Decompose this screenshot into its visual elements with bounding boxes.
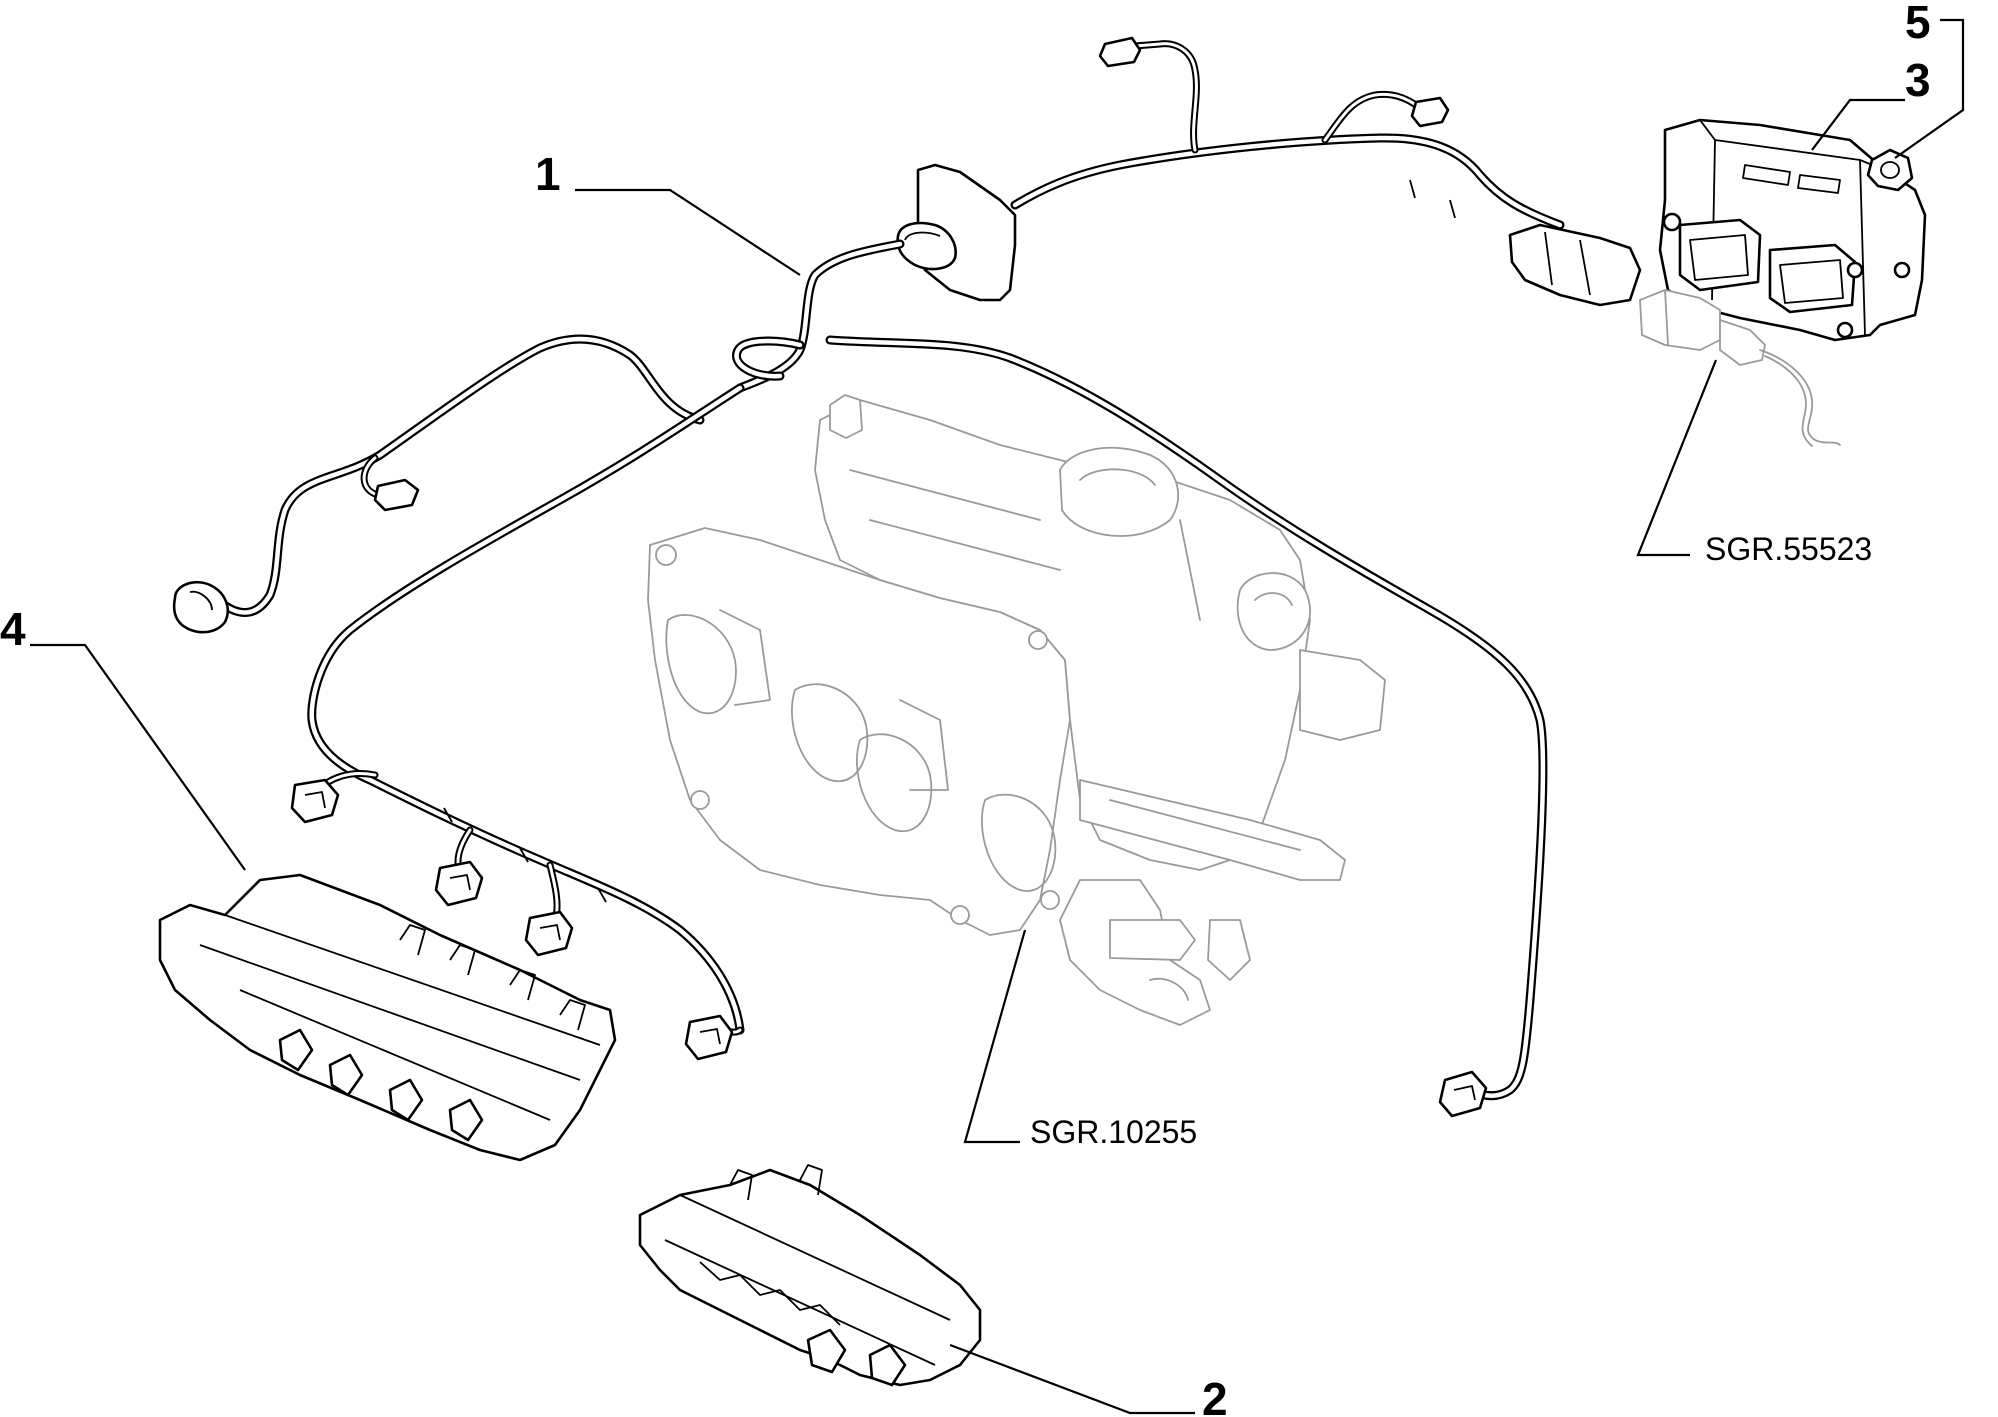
injector-cover-icon (158, 873, 617, 1162)
leader-line-5 (1894, 18, 1965, 159)
nut-icon (1866, 148, 1914, 192)
callout-5: 5 (1905, 0, 1931, 48)
sensor-icon (1639, 289, 1841, 447)
intake-manifold-icon (647, 394, 1386, 1026)
callout-2: 2 (1202, 1373, 1228, 1417)
leader-line-3 (1811, 98, 1905, 151)
leader-line-4 (30, 643, 246, 871)
callout-4: 4 (0, 603, 26, 655)
callout-3: 3 (1905, 54, 1931, 106)
reference-label-sensor: SGR.55523 (1705, 531, 1872, 567)
injector-cover-icon (638, 1164, 982, 1387)
reference-label-manifold: SGR.10255 (1030, 1114, 1197, 1150)
leader-line-sensor (1636, 359, 1718, 557)
wiring-harness-icon (172, 36, 1642, 1118)
callout-1: 1 (535, 148, 561, 200)
leader-line-1 (575, 188, 801, 276)
leader-line-2 (949, 1343, 1195, 1415)
leader-line-manifold (963, 929, 1027, 1144)
